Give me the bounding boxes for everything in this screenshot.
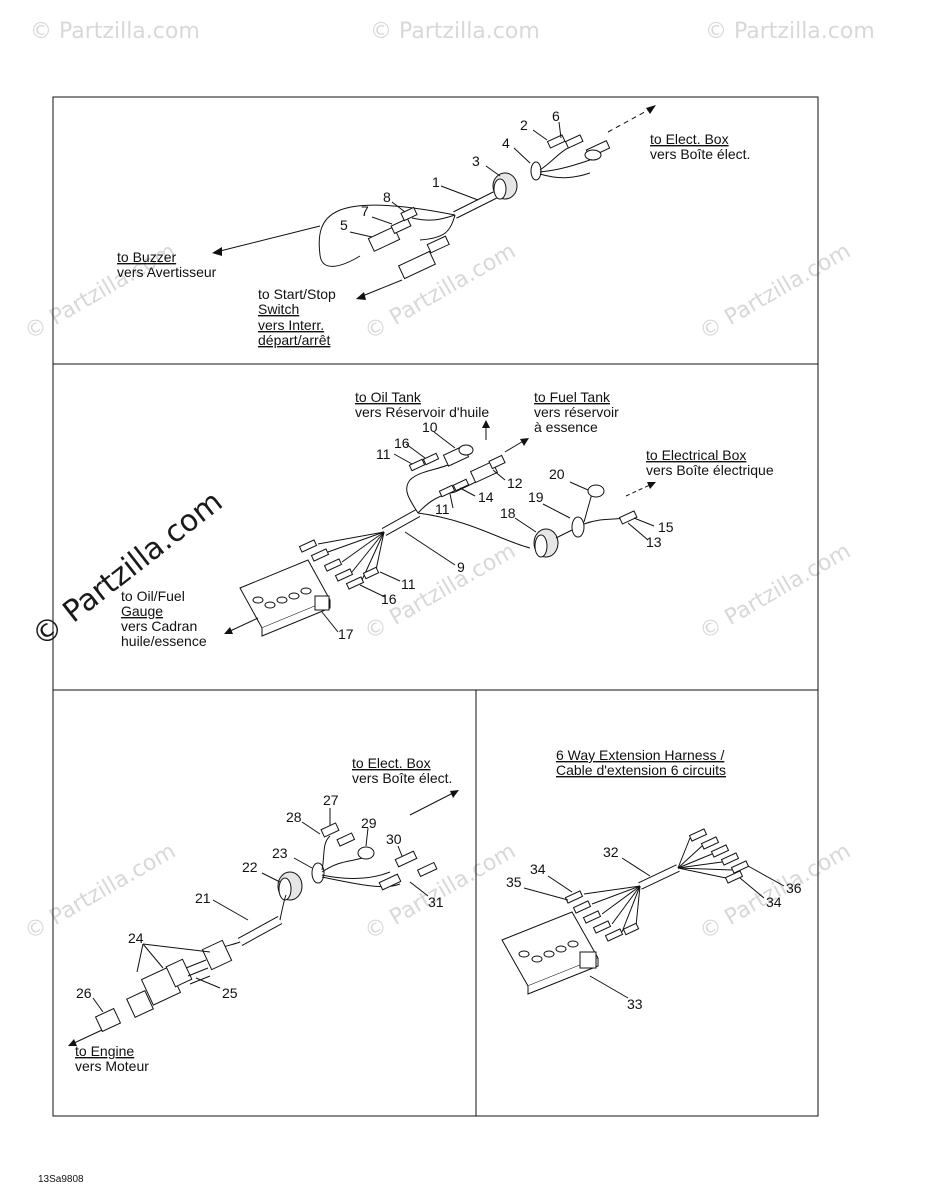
label-line: vers Boîte électrique (646, 462, 774, 478)
callout-number: 23 (272, 845, 288, 861)
callout-number: 35 (506, 874, 522, 890)
label-oil-tank: to Oil Tank vers Réservoir d'huile (355, 389, 489, 420)
label-line: Switch (258, 301, 299, 317)
label-line: vers Cadran (121, 618, 197, 634)
label-line: vers Boîte élect. (650, 146, 750, 162)
callout-number: 7 (361, 203, 369, 219)
callout-number: 12 (507, 475, 523, 491)
callout-number: 22 (242, 859, 258, 875)
callout-number: 15 (658, 519, 674, 535)
label-line: to Buzzer (117, 249, 176, 265)
connector-housing (239, 559, 331, 637)
callout-number: 4 (502, 135, 510, 151)
label-line: Cable d'extension 6 circuits (556, 762, 726, 778)
callout-number: 16 (394, 435, 410, 451)
callout-number: 33 (627, 996, 643, 1012)
callout-number: 3 (472, 153, 480, 169)
watermark-text: © Partzilla.com (30, 19, 200, 44)
label-line: to Oil/Fuel (121, 588, 185, 604)
watermark-text: © Partzilla.com (361, 239, 521, 346)
callout-number: 2 (520, 117, 528, 133)
callout-number: 13 (646, 534, 662, 550)
figure-code: 13Sa9808 (38, 1174, 84, 1185)
callout-number: 32 (603, 844, 619, 860)
callout-number: 24 (128, 930, 144, 946)
callout-number: 16 (381, 591, 397, 607)
callout-number: 1 (432, 174, 440, 190)
label-line: to Elect. Box (650, 131, 729, 147)
callout-number: 21 (195, 890, 211, 906)
label-line: vers Avertisseur (117, 264, 217, 280)
callout-number: 30 (386, 831, 402, 847)
label-oil-fuel-gauge: to Oil/Fuel Gauge vers Cadran huile/esse… (121, 588, 207, 649)
label-line: 6 Way Extension Harness / (556, 747, 724, 763)
label-line: vers Boîte élect. (352, 770, 452, 786)
label-line: to Oil Tank (355, 389, 422, 405)
callout-number: 28 (286, 809, 302, 825)
label-line: to Fuel Tank (534, 389, 611, 405)
watermark-text: © Partzilla.com (370, 19, 540, 44)
watermark-text: © Partzilla.com (696, 239, 856, 346)
panel-3-harness (68, 790, 459, 1046)
callout-number: 31 (428, 894, 444, 910)
label-line: départ/arrêt (258, 332, 330, 348)
label-elect-box-3: to Elect. Box vers Boîte élect. (352, 755, 452, 786)
panel-1-harness (212, 105, 656, 300)
callout-number: 9 (457, 559, 465, 575)
panel-4-extension-harness (501, 828, 785, 999)
callout-number: 20 (549, 466, 565, 482)
label-line: vers Moteur (75, 1058, 149, 1074)
callout-number: 34 (530, 861, 546, 877)
callout-number: 6 (552, 108, 560, 124)
callout-number: 11 (401, 576, 416, 592)
callout-number: 11 (376, 446, 391, 462)
label-electrical-box: to Electrical Box vers Boîte électrique (646, 447, 774, 478)
callout-number: 10 (422, 419, 438, 435)
callout-number: 36 (786, 880, 802, 896)
label-elect-box: to Elect. Box vers Boîte élect. (650, 131, 750, 162)
label-engine: to Engine vers Moteur (75, 1043, 149, 1074)
label-start-stop: to Start/Stop Switch vers Interr. départ… (258, 286, 340, 348)
watermark-text: © Partzilla.com (696, 539, 856, 646)
callout-number: 29 (361, 815, 377, 831)
callout-number: 19 (528, 489, 544, 505)
callout-number: 27 (323, 792, 339, 808)
callout-number: 18 (500, 505, 516, 521)
connector-housing (501, 911, 599, 995)
label-line: Gauge (121, 603, 163, 619)
label-line: to Elect. Box (352, 755, 431, 771)
label-line: à essence (534, 419, 598, 435)
panel-2-harness (224, 420, 656, 637)
watermark-text: © Partzilla.com (705, 19, 875, 44)
label-line: to Electrical Box (646, 447, 746, 463)
callout-number: 11 (435, 501, 450, 517)
callout-number: 8 (383, 189, 391, 205)
label-fuel-tank: to Fuel Tank vers réservoir à essence (534, 389, 623, 435)
label-line: vers réservoir (534, 404, 619, 420)
label-line: vers Interr. (258, 317, 324, 333)
watermark-text: © Partzilla.com (21, 839, 181, 946)
callout-number: 17 (338, 626, 354, 642)
label-line: to Engine (75, 1043, 134, 1059)
panel-frame (52, 96, 819, 1117)
pin-terminals (298, 539, 380, 590)
label-extension-harness: 6 Way Extension Harness / Cable d'extens… (556, 747, 728, 778)
watermark-text: © Partzilla.com (361, 839, 521, 946)
callout-number: 34 (766, 894, 782, 910)
callout-number: 14 (478, 489, 494, 505)
label-line: huile/essence (121, 633, 207, 649)
label-line: to Start/Stop (258, 286, 336, 302)
callout-number: 5 (340, 217, 348, 233)
label-line: vers Réservoir d'huile (355, 404, 489, 420)
callout-number: 26 (76, 985, 92, 1001)
callout-number: 25 (222, 985, 238, 1001)
label-buzzer: to Buzzer vers Avertisseur (117, 249, 217, 280)
